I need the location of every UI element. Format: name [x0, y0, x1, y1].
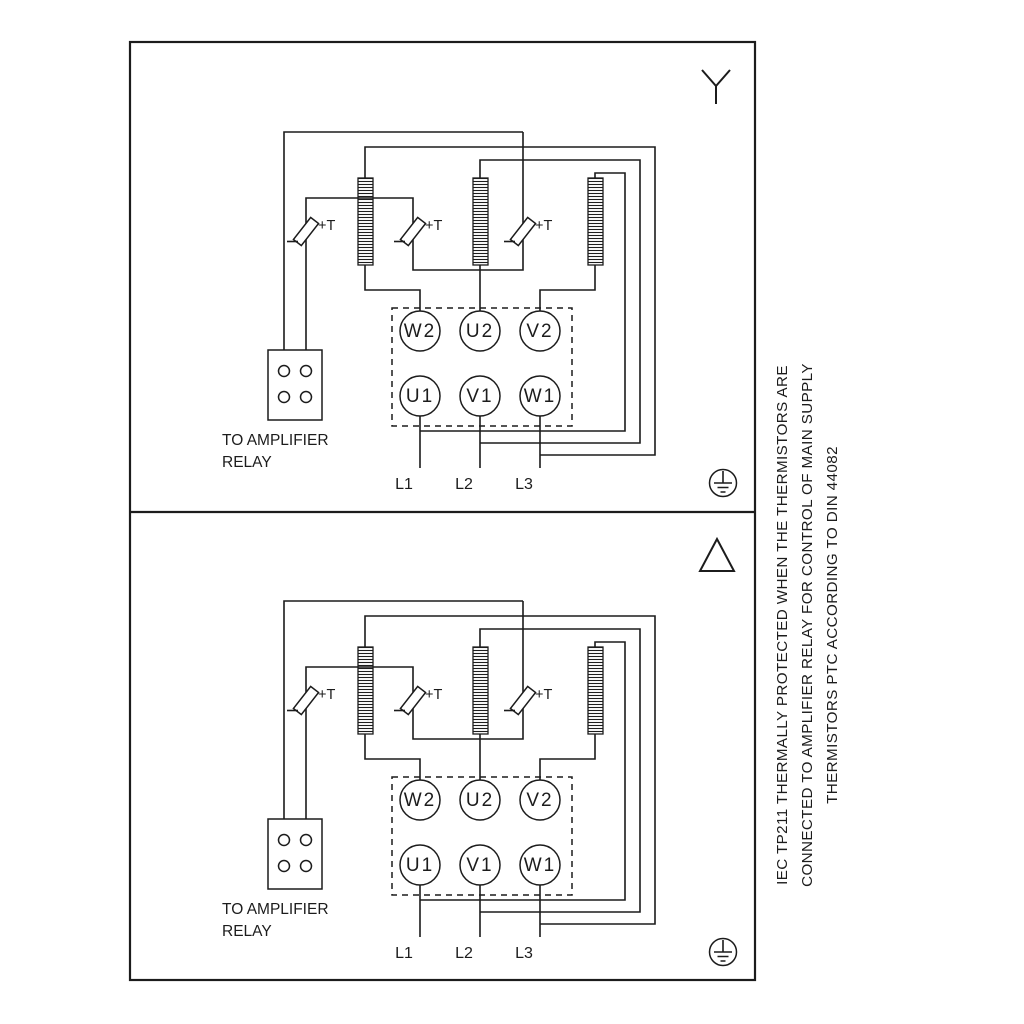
thermistor-label: +T [318, 218, 335, 234]
relay-label-line2: RELAY [222, 454, 272, 471]
terminal-u2 [459, 779, 501, 821]
amplifier-relay-terminal-block [267, 349, 323, 421]
relay-pin [299, 390, 313, 404]
thermal-protection-note: IEC TP211 THERMALLY PROTECTED WHEN THE T… [774, 363, 841, 887]
star-connection-icon [701, 69, 731, 104]
relay-pin [277, 833, 291, 847]
terminal-w1 [519, 844, 561, 886]
supply-label-l3: L3 [515, 945, 533, 962]
ptc-thermistor-icon [287, 685, 320, 716]
terminal-label: U1 [406, 386, 434, 407]
terminal-label: U2 [466, 321, 494, 342]
terminal-u1 [399, 375, 441, 417]
relay-label-line2: RELAY [222, 923, 272, 940]
relay-label-line1: TO AMPLIFIER [222, 901, 329, 918]
supply-label-l1: L1 [395, 476, 413, 493]
ptc-thermistor-icon [504, 685, 537, 716]
terminal-u2 [459, 310, 501, 352]
ptc-thermistor-icon [394, 685, 427, 716]
motor-winding-coil [587, 646, 604, 735]
terminal-label: U2 [466, 790, 494, 811]
note-text-line: THERMISTORS PTC ACCORDING TO DIN 44082 [824, 446, 841, 804]
note-text-line: CONNECTED TO AMPLIFIER RELAY FOR CONTROL… [799, 363, 816, 887]
terminal-label: W1 [524, 855, 557, 876]
supply-label-l2: L2 [455, 945, 473, 962]
supply-label-l2: L2 [455, 476, 473, 493]
terminal-w2 [399, 779, 441, 821]
terminal-v2 [519, 310, 561, 352]
terminal-w2 [399, 310, 441, 352]
relay-pin [277, 364, 291, 378]
motor-winding-coil [357, 646, 374, 735]
terminal-label: U1 [406, 855, 434, 876]
terminal-v2 [519, 779, 561, 821]
motor-winding-coil [472, 177, 489, 266]
ptc-thermistor-icon [504, 216, 537, 247]
terminal-v1 [459, 375, 501, 417]
amplifier-relay-terminal-block [267, 818, 323, 890]
motor-winding-coil [472, 646, 489, 735]
terminal-label: V2 [526, 321, 553, 342]
terminal-label: W1 [524, 386, 557, 407]
terminal-u1 [399, 844, 441, 886]
delta-connection-section: +T +T +T TO AMPLIFIER RELAY W2 U2 V2 U1 … [222, 536, 738, 967]
terminal-board-outline [391, 776, 573, 896]
protective-earth-icon [708, 937, 738, 967]
terminal-label: V2 [526, 790, 553, 811]
thermistor-label: +T [425, 687, 442, 703]
relay-pin [277, 859, 291, 873]
ptc-thermistor-icon [287, 216, 320, 247]
terminal-w1 [519, 375, 561, 417]
star-connection-section: +T +T +T TO AMPLIFIER RELAY W2 U2 V2 U1 … [222, 69, 738, 498]
relay-pin [277, 390, 291, 404]
ptc-thermistor-icon [394, 216, 427, 247]
supply-label-l3: L3 [515, 476, 533, 493]
terminal-label: V1 [466, 855, 493, 876]
protective-earth-icon [708, 468, 738, 498]
thermistor-label: +T [318, 687, 335, 703]
delta-connection-icon [698, 536, 736, 572]
terminal-label: V1 [466, 386, 493, 407]
motor-winding-coil [587, 177, 604, 266]
terminal-label: W2 [404, 790, 437, 811]
relay-pin [299, 859, 313, 873]
thermistor-label: +T [535, 218, 552, 234]
thermistor-label: +T [425, 218, 442, 234]
motor-winding-coil [357, 177, 374, 266]
relay-pin [299, 364, 313, 378]
terminal-board-outline [391, 307, 573, 427]
terminal-label: W2 [404, 321, 437, 342]
thermistor-label: +T [535, 687, 552, 703]
terminal-v1 [459, 844, 501, 886]
relay-label-line1: TO AMPLIFIER [222, 432, 329, 449]
note-text-line: IEC TP211 THERMALLY PROTECTED WHEN THE T… [774, 365, 791, 885]
relay-pin [299, 833, 313, 847]
supply-label-l1: L1 [395, 945, 413, 962]
